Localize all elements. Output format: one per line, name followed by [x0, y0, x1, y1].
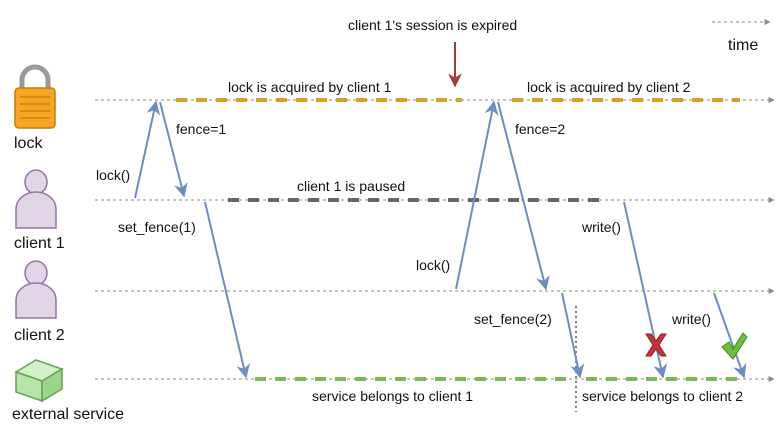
actor-label-client2: client 2	[14, 327, 65, 344]
cube-icon	[14, 359, 64, 403]
fence2-reply-arrow	[497, 101, 550, 291]
fence1-reply-arrow	[159, 101, 188, 198]
set-fence2-arrow	[561, 292, 585, 379]
write-client2-arrow	[713, 292, 747, 379]
time-legend: time	[712, 19, 771, 54]
lock-call-1-label: lock()	[96, 167, 130, 183]
fence1-label: fence=1	[176, 121, 226, 137]
fence2-label: fence=2	[515, 121, 565, 137]
lock-call-2-label: lock()	[416, 257, 450, 273]
actor-label-lock: lock	[14, 135, 43, 152]
write-client2-label: write()	[671, 311, 711, 327]
padlock-icon	[14, 64, 56, 129]
lock-client2-label: lock is acquired by client 2	[527, 79, 691, 95]
lock-request-arrow-2	[455, 100, 499, 290]
cross-icon	[645, 333, 667, 357]
client1-paused-label: client 1 is paused	[297, 178, 405, 194]
actor-label-service: external service	[12, 406, 124, 423]
time-label: time	[728, 37, 758, 54]
person-icon	[15, 169, 57, 229]
person-icon	[15, 260, 57, 319]
checkmark-icon	[721, 332, 748, 360]
set-fence1-arrow	[204, 201, 250, 379]
actor-label-client1: client 1	[14, 235, 65, 252]
service-client1-label: service belongs to client 1	[312, 388, 473, 404]
lock-request-arrow-1	[134, 100, 161, 199]
set-fence2-label: set_fence(2)	[474, 311, 552, 327]
service-client2-label: service belongs to client 2	[582, 388, 743, 404]
set-fence1-label: set_fence(1)	[118, 219, 196, 235]
lock-client1-label: lock is acquired by client 1	[228, 79, 392, 95]
write-client1-label: write()	[581, 219, 621, 235]
session-expired-label: client 1's session is expired	[348, 17, 517, 33]
